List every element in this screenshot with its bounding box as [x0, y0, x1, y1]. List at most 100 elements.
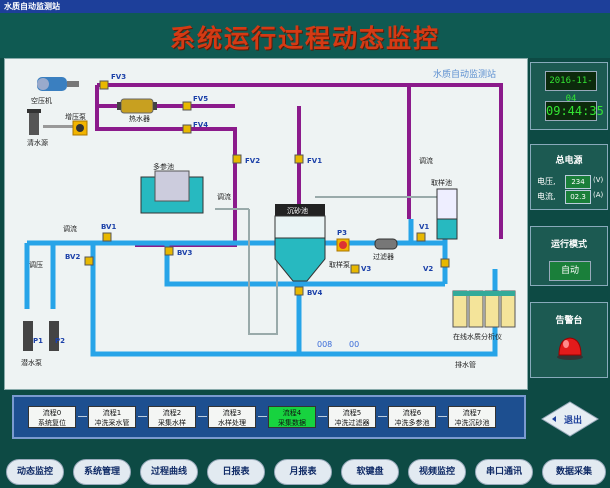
filter-label: 过滤器 — [373, 252, 394, 261]
drain-label: 排水管 — [455, 360, 476, 369]
alarm-title: 告警台 — [555, 316, 583, 326]
flow-arrow — [78, 416, 87, 417]
clean-water-icon — [27, 109, 41, 135]
voltage-unit: (V) — [593, 176, 604, 184]
flow-step-1-title: 流程1 — [102, 409, 122, 417]
page-header: 系统运行过程动态监控 — [0, 13, 610, 58]
process-svg: 空压机 清水源 增压泵 热水器 多参池 沉砂池 取样泵 过滤器 取样池 — [21, 68, 516, 369]
flow-arrow — [438, 416, 447, 417]
flow-arrow — [198, 416, 207, 417]
datetime-panel: 2016-11-04 09:44:35 — [530, 62, 608, 130]
flow-step-5[interactable]: 流程5 冲洗过滤器 — [328, 406, 376, 428]
flow-step-2-title: 流程2 — [162, 409, 182, 417]
flow-arrow — [378, 416, 387, 417]
submersible-label: 潜水泵 — [21, 358, 42, 367]
submersible-pump-icons — [23, 321, 59, 351]
heater-label: 热水器 — [129, 114, 150, 123]
valve-bv2-label: BV2 — [65, 253, 80, 261]
valve-icons — [84, 80, 450, 296]
adjust-label-3: 调流 — [63, 224, 77, 233]
exit-label: 退出 — [564, 416, 583, 426]
flow-step-5-desc: 冲洗过滤器 — [334, 419, 370, 427]
valve-bv4-label: BV4 — [307, 289, 322, 297]
station-label: 水质自动监测站 — [433, 68, 496, 80]
flow-step-3-desc: 水样处理 — [218, 419, 246, 427]
flow-step-7-title: 流程7 — [462, 409, 482, 417]
flow-step-2-desc: 采集水样 — [158, 419, 186, 427]
flow-arrow — [258, 416, 267, 417]
nav-process-curve[interactable]: 过程曲线 — [140, 459, 198, 485]
flow-step-2[interactable]: 流程2 采集水样 — [148, 406, 196, 428]
valve-fv4-label: FV4 — [193, 121, 208, 129]
readout-2: 00 — [349, 340, 359, 349]
mode-title: 运行模式 — [550, 240, 587, 250]
mode-value[interactable]: 自动 — [549, 261, 591, 281]
nav-data-collection[interactable]: 数据采集 — [542, 459, 606, 485]
valve-fv1-label: FV1 — [307, 157, 322, 165]
flow-arrow — [138, 416, 147, 417]
compressor-icon — [37, 77, 79, 91]
nav-daily-report[interactable]: 日报表 — [207, 459, 265, 485]
valve-v3-label: V3 — [361, 265, 371, 273]
nav-monthly-report[interactable]: 月报表 — [274, 459, 332, 485]
nav-video-monitor[interactable]: 视频监控 — [408, 459, 466, 485]
power-title: 总电源 — [555, 156, 583, 166]
booster-pump-icon — [72, 120, 88, 136]
pump-p2-label: P2 — [55, 337, 65, 345]
analyzer-label: 在线水质分析仪 — [453, 332, 502, 341]
current-label: 电流, — [537, 192, 556, 201]
voltage-value: 234 — [565, 175, 591, 189]
flow-step-4-title: 流程4 — [282, 409, 302, 417]
flow-step-6[interactable]: 流程6 冲洗多参池 — [388, 406, 436, 428]
flow-step-4[interactable]: 流程4 采集数据 — [268, 406, 316, 428]
current-unit: (A) — [593, 191, 604, 199]
sampling-pool-water — [436, 218, 458, 240]
adjust-label-2: 调流 — [217, 192, 231, 201]
valve-v1-label: V1 — [419, 223, 429, 231]
valve-bv1-label: BV1 — [101, 223, 116, 231]
booster-pump-label: 增压泵 — [65, 112, 86, 121]
nav-system-admin[interactable]: 系统管理 — [73, 459, 131, 485]
flow-step-3-title: 流程3 — [222, 409, 242, 417]
exit-button[interactable]: 退出 — [540, 400, 600, 438]
settling-lower — [274, 237, 326, 282]
readout-1: 008 — [317, 340, 332, 349]
voltage-label: 电压, — [537, 177, 556, 186]
sampling-pump-icon — [336, 238, 350, 252]
time-display: 09:44:35 — [545, 101, 604, 121]
valve-fv2-label: FV2 — [245, 157, 260, 165]
sampling-pump-label: 取样泵 — [329, 260, 350, 269]
clean-water-label: 清水源 — [27, 138, 48, 147]
heater-icon — [117, 98, 157, 114]
flow-step-6-desc: 冲洗多参池 — [394, 419, 430, 427]
flow-step-4-desc: 采集数据 — [278, 419, 306, 427]
valve-p3-label: P3 — [337, 229, 347, 237]
compressor-label: 空压机 — [31, 96, 52, 105]
settling-upper — [274, 215, 326, 239]
analyzer-icon — [452, 290, 516, 328]
flow-step-0-title: 流程0 — [42, 409, 62, 417]
multi-pool-label: 多参池 — [153, 162, 174, 171]
page-title: 系统运行过程动态监控 — [169, 24, 440, 53]
nav-serial-comm[interactable]: 串口通讯 — [475, 459, 533, 485]
process-diagram: 空压机 清水源 增压泵 热水器 多参池 沉砂池 取样泵 过滤器 取样池 — [4, 58, 528, 390]
drain-lines — [215, 196, 443, 335]
window-title: 水质自动监测站 — [4, 2, 60, 11]
alarm-light-icon[interactable] — [555, 333, 585, 361]
valve-fv3-label: FV3 — [111, 73, 126, 81]
nav-soft-keyboard[interactable]: 软键盘 — [341, 459, 399, 485]
flow-step-6-title: 流程6 — [402, 409, 422, 417]
flow-step-1[interactable]: 流程1 冲洗采水管 — [88, 406, 136, 428]
flow-step-5-title: 流程5 — [342, 409, 362, 417]
pump-p1-label: P1 — [33, 337, 43, 345]
window-titlebar: 水质自动监测站 — [0, 0, 610, 13]
sampling-pool-label: 取样池 — [431, 178, 452, 187]
adjust-label-4: 调压 — [29, 260, 43, 269]
flow-step-3[interactable]: 流程3 水样处理 — [208, 406, 256, 428]
filter-icon — [374, 238, 398, 250]
flow-step-1-desc: 冲洗采水管 — [94, 419, 130, 427]
nav-dynamic-monitor[interactable]: 动态监控 — [6, 459, 64, 485]
